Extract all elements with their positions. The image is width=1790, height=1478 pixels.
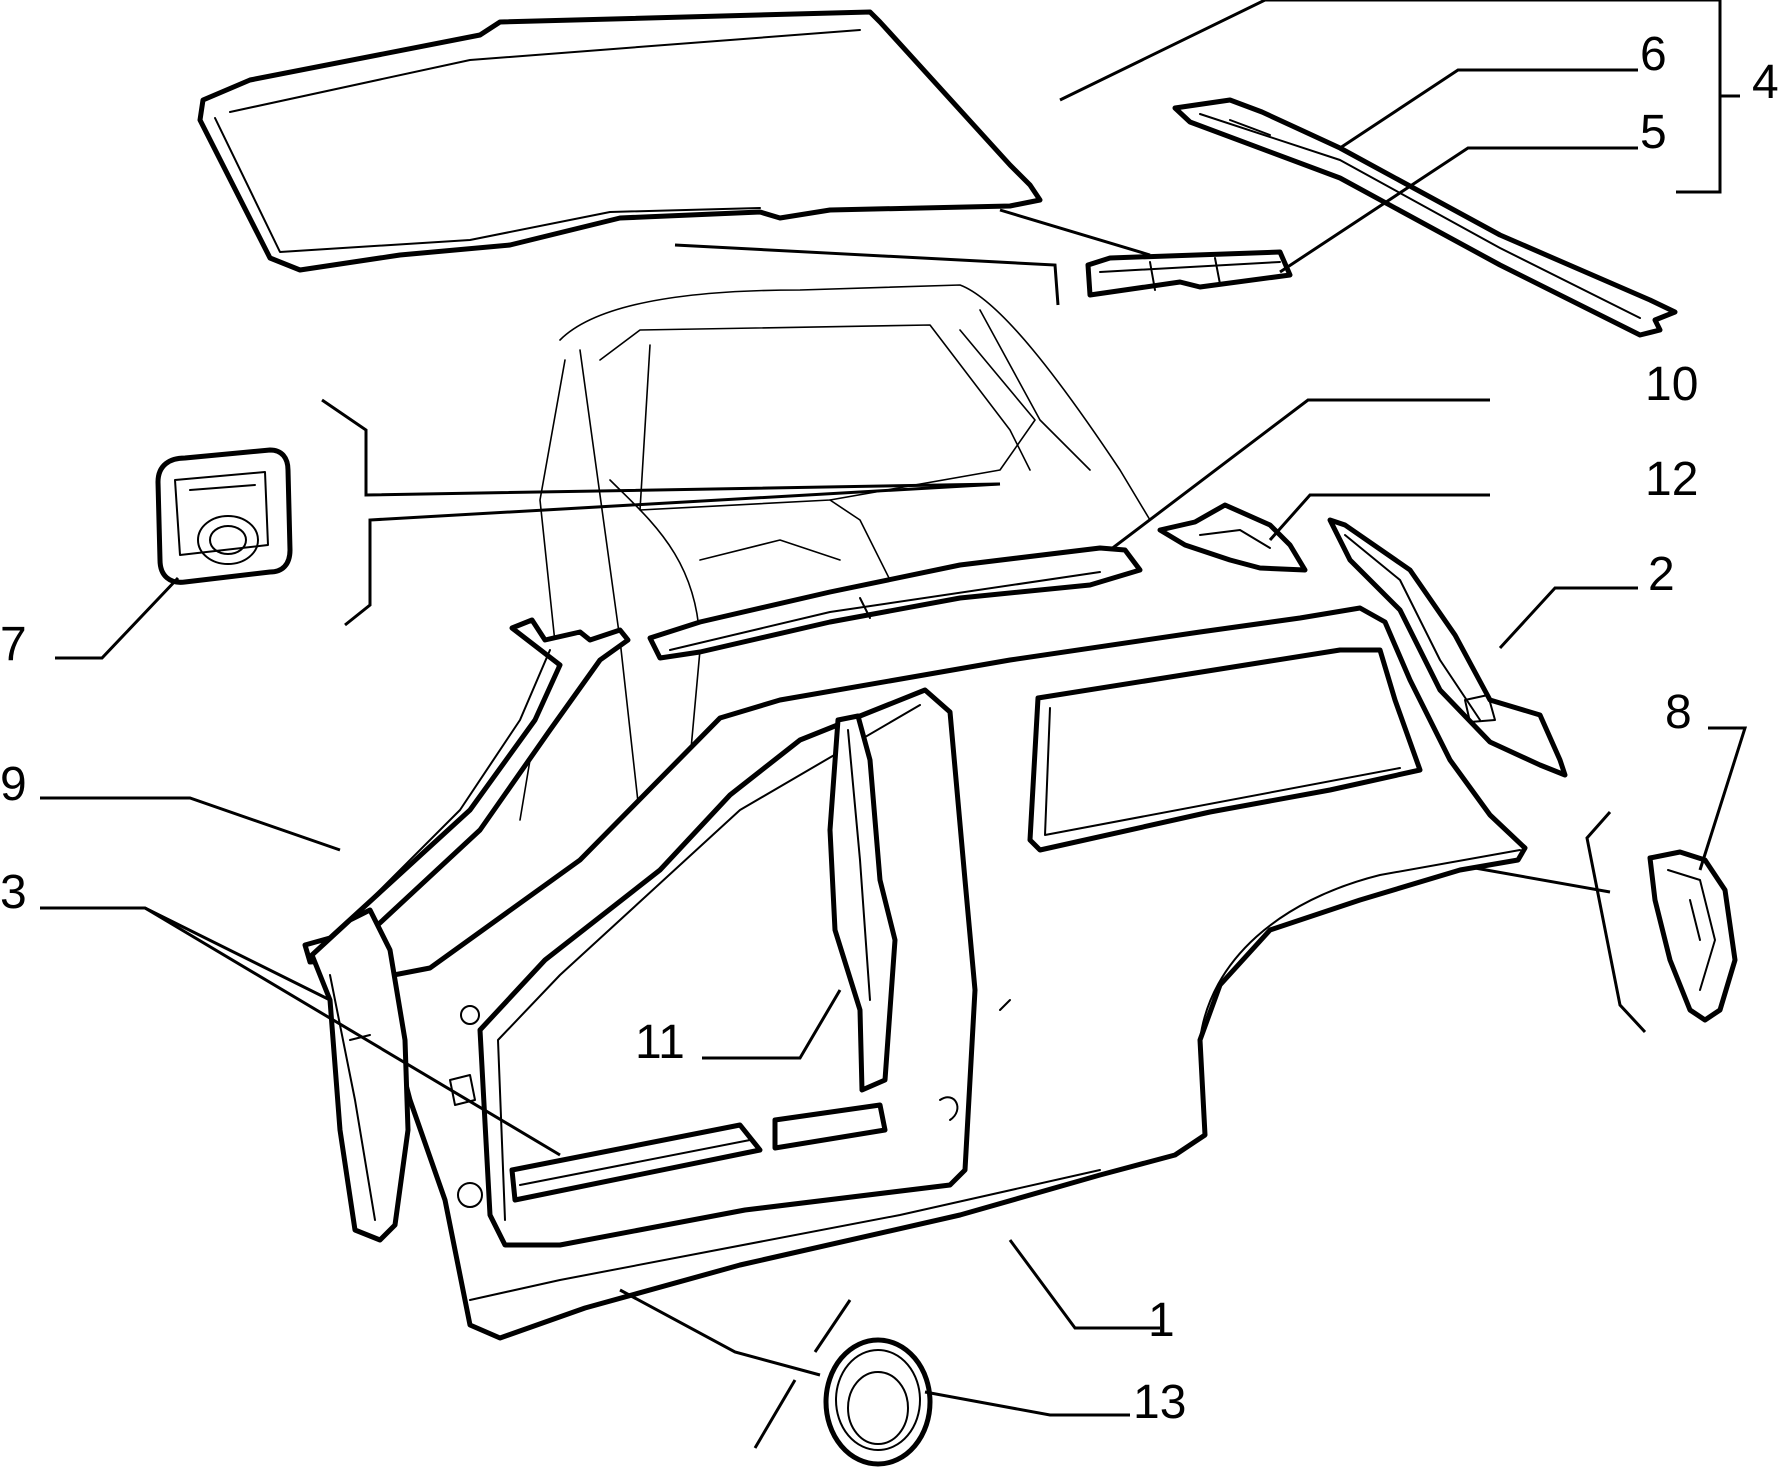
callout-labels: 1 2 3 4 5 6 7 8 9 10 11 12 13 bbox=[0, 28, 1779, 1429]
a-pillar-inner bbox=[302, 617, 631, 965]
roof-side-rail bbox=[647, 545, 1143, 661]
body-side-panel bbox=[375, 605, 1528, 1341]
roof-bracket bbox=[1085, 249, 1293, 298]
callout-7: 7 bbox=[0, 618, 27, 671]
callout-13: 13 bbox=[1133, 1376, 1186, 1429]
callout-2: 2 bbox=[1648, 548, 1675, 601]
callout-12: 12 bbox=[1645, 453, 1698, 506]
rear-quarter-inner-panel bbox=[1327, 517, 1568, 778]
callout-9: 9 bbox=[0, 758, 27, 811]
roof-rail bbox=[1172, 97, 1678, 338]
callout-1: 1 bbox=[1148, 1294, 1175, 1347]
front-pillar-panel bbox=[309, 907, 411, 1243]
callout-6: 6 bbox=[1640, 28, 1667, 81]
callout-11: 11 bbox=[635, 1016, 685, 1069]
roof-panel bbox=[197, 9, 1043, 273]
fuel-filler-housing bbox=[155, 447, 293, 585]
rear-pillar-bracket bbox=[1157, 502, 1308, 573]
leader-lines bbox=[40, 0, 1748, 1449]
rear-light-housing bbox=[1647, 849, 1738, 1023]
callout-10: 10 bbox=[1645, 358, 1698, 411]
callout-8: 8 bbox=[1665, 686, 1692, 739]
callout-4: 4 bbox=[1752, 56, 1779, 109]
callout-5: 5 bbox=[1640, 106, 1667, 159]
rubber-plug bbox=[823, 1337, 933, 1467]
callout-3: 3 bbox=[0, 866, 27, 919]
